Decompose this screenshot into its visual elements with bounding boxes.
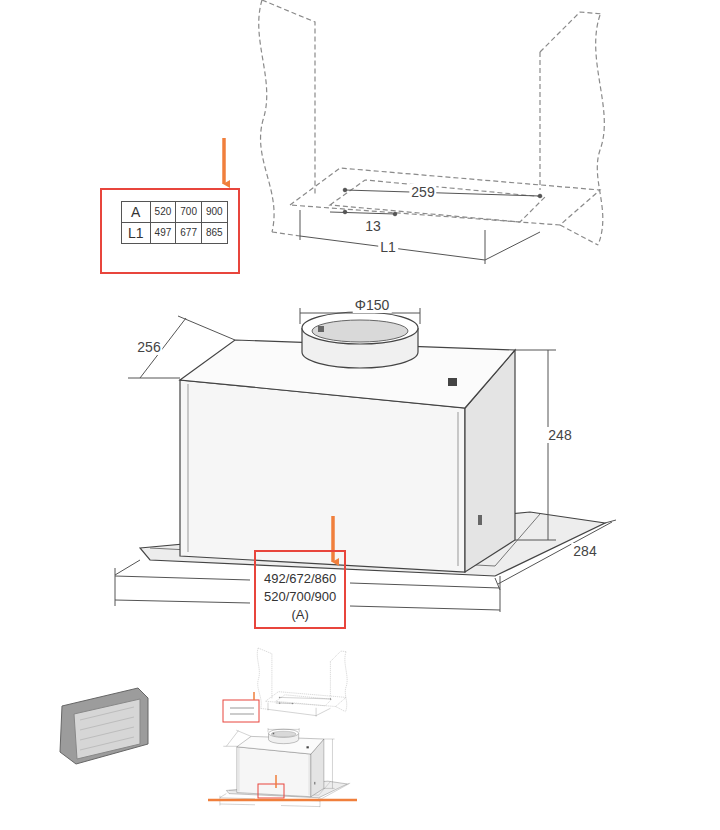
width-callout-box: 492/672/860520/700/900(A) — [254, 550, 346, 629]
dimension-label: 13 — [363, 218, 383, 234]
dimension-value: 520/700/900 — [264, 588, 336, 606]
hood-dimension-lines — [115, 308, 616, 612]
dimension-label: Φ150 — [353, 297, 392, 313]
table-cell: 520 — [150, 201, 177, 223]
table-cell: 900 — [201, 201, 228, 223]
table-cell: A — [121, 201, 151, 223]
diagram-thumbnail — [208, 648, 357, 807]
pointer-arrow — [331, 516, 335, 562]
table-cell: 700 — [175, 201, 202, 223]
table-cell: L1 — [121, 222, 151, 244]
dimension-label: L1 — [378, 239, 398, 255]
dimension-table-callout: A520700900L1497677865 — [100, 188, 240, 274]
product-thumbnail — [60, 688, 148, 764]
dimension-table: A520700900L1497677865 — [122, 202, 228, 244]
table-cell: 677 — [175, 222, 202, 244]
hood-body — [140, 312, 605, 576]
cabinet-outline — [259, 0, 605, 245]
dimension-label: 259 — [409, 184, 436, 200]
dimension-value: 492/672/860 — [264, 570, 336, 588]
dimension-label: 284 — [571, 543, 598, 559]
dimension-value: (A) — [264, 606, 336, 624]
dimension-label: 256 — [135, 339, 162, 355]
table-cell: 865 — [201, 222, 228, 244]
dimension-label: 248 — [546, 427, 573, 443]
pointer-arrow — [222, 138, 226, 184]
table-cell: 497 — [150, 222, 177, 244]
